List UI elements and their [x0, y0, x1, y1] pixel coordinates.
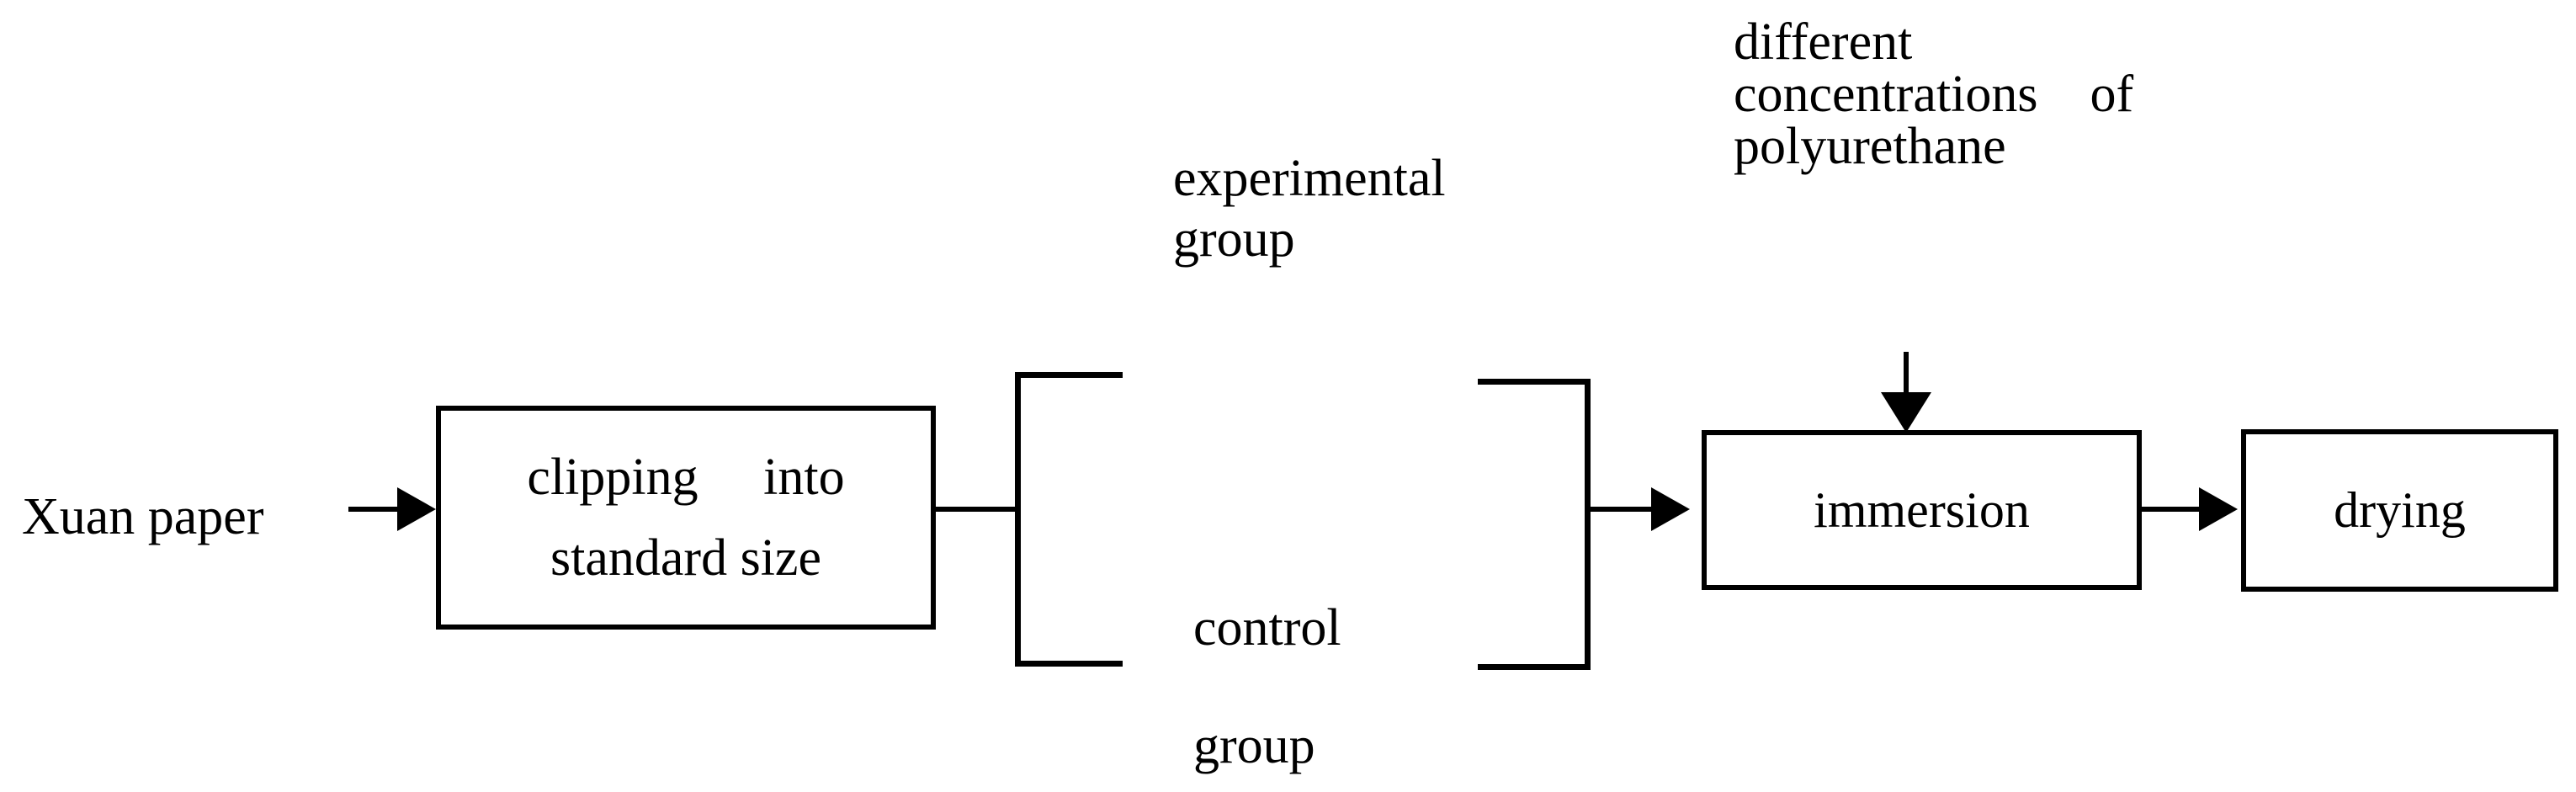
process-box-clipping[interactable]: clipping into standard size [436, 406, 936, 630]
process-box-drying-line-1: drying [2334, 482, 2466, 538]
reagent-note-line-2: concentrations of [1734, 66, 2134, 123]
process-box-clipping-line-1: clipping into [527, 448, 845, 506]
bracket-close [1478, 379, 1591, 670]
bracket-open-arm-top [1015, 372, 1123, 378]
bracket-close-arm-top [1478, 379, 1591, 385]
bracket-close-spine [1585, 379, 1591, 670]
connector-immersion-to-drying-head [2199, 487, 2238, 531]
connector-bracket-to-immersion-shaft [1589, 507, 1654, 512]
process-box-immersion[interactable]: immersion [1702, 430, 2142, 590]
reagent-note-line-3: polyurethane [1734, 118, 2006, 175]
connector-immersion-to-drying-shaft [2140, 507, 2202, 512]
process-box-immersion-line-1: immersion [1814, 481, 2030, 538]
bracket-close-arm-bottom [1478, 664, 1591, 670]
process-box-clipping-line-2: standard size [550, 529, 821, 587]
reagent-arrow-shaft [1904, 352, 1909, 399]
connector-bracket-to-immersion-head [1651, 487, 1690, 531]
branch-experimental-line-1: experimental [1173, 150, 1446, 207]
reagent-note-line-1: different [1734, 13, 1913, 71]
process-box-drying[interactable]: drying [2241, 429, 2558, 592]
branch-control-line-1: control [1193, 599, 1341, 656]
reagent-arrow-head [1881, 392, 1931, 433]
input-label: Xuan paper [22, 488, 264, 545]
input-arrow-shaft [348, 507, 401, 512]
bracket-open-spine [1015, 372, 1021, 667]
input-arrow-head [397, 487, 436, 531]
bracket-open [1015, 372, 1123, 667]
branch-experimental-line-2: group [1173, 210, 1295, 268]
branch-control-line-2: group [1193, 717, 1315, 774]
connector-clipping-to-bracket [934, 507, 1018, 512]
bracket-open-arm-bottom [1015, 661, 1123, 667]
